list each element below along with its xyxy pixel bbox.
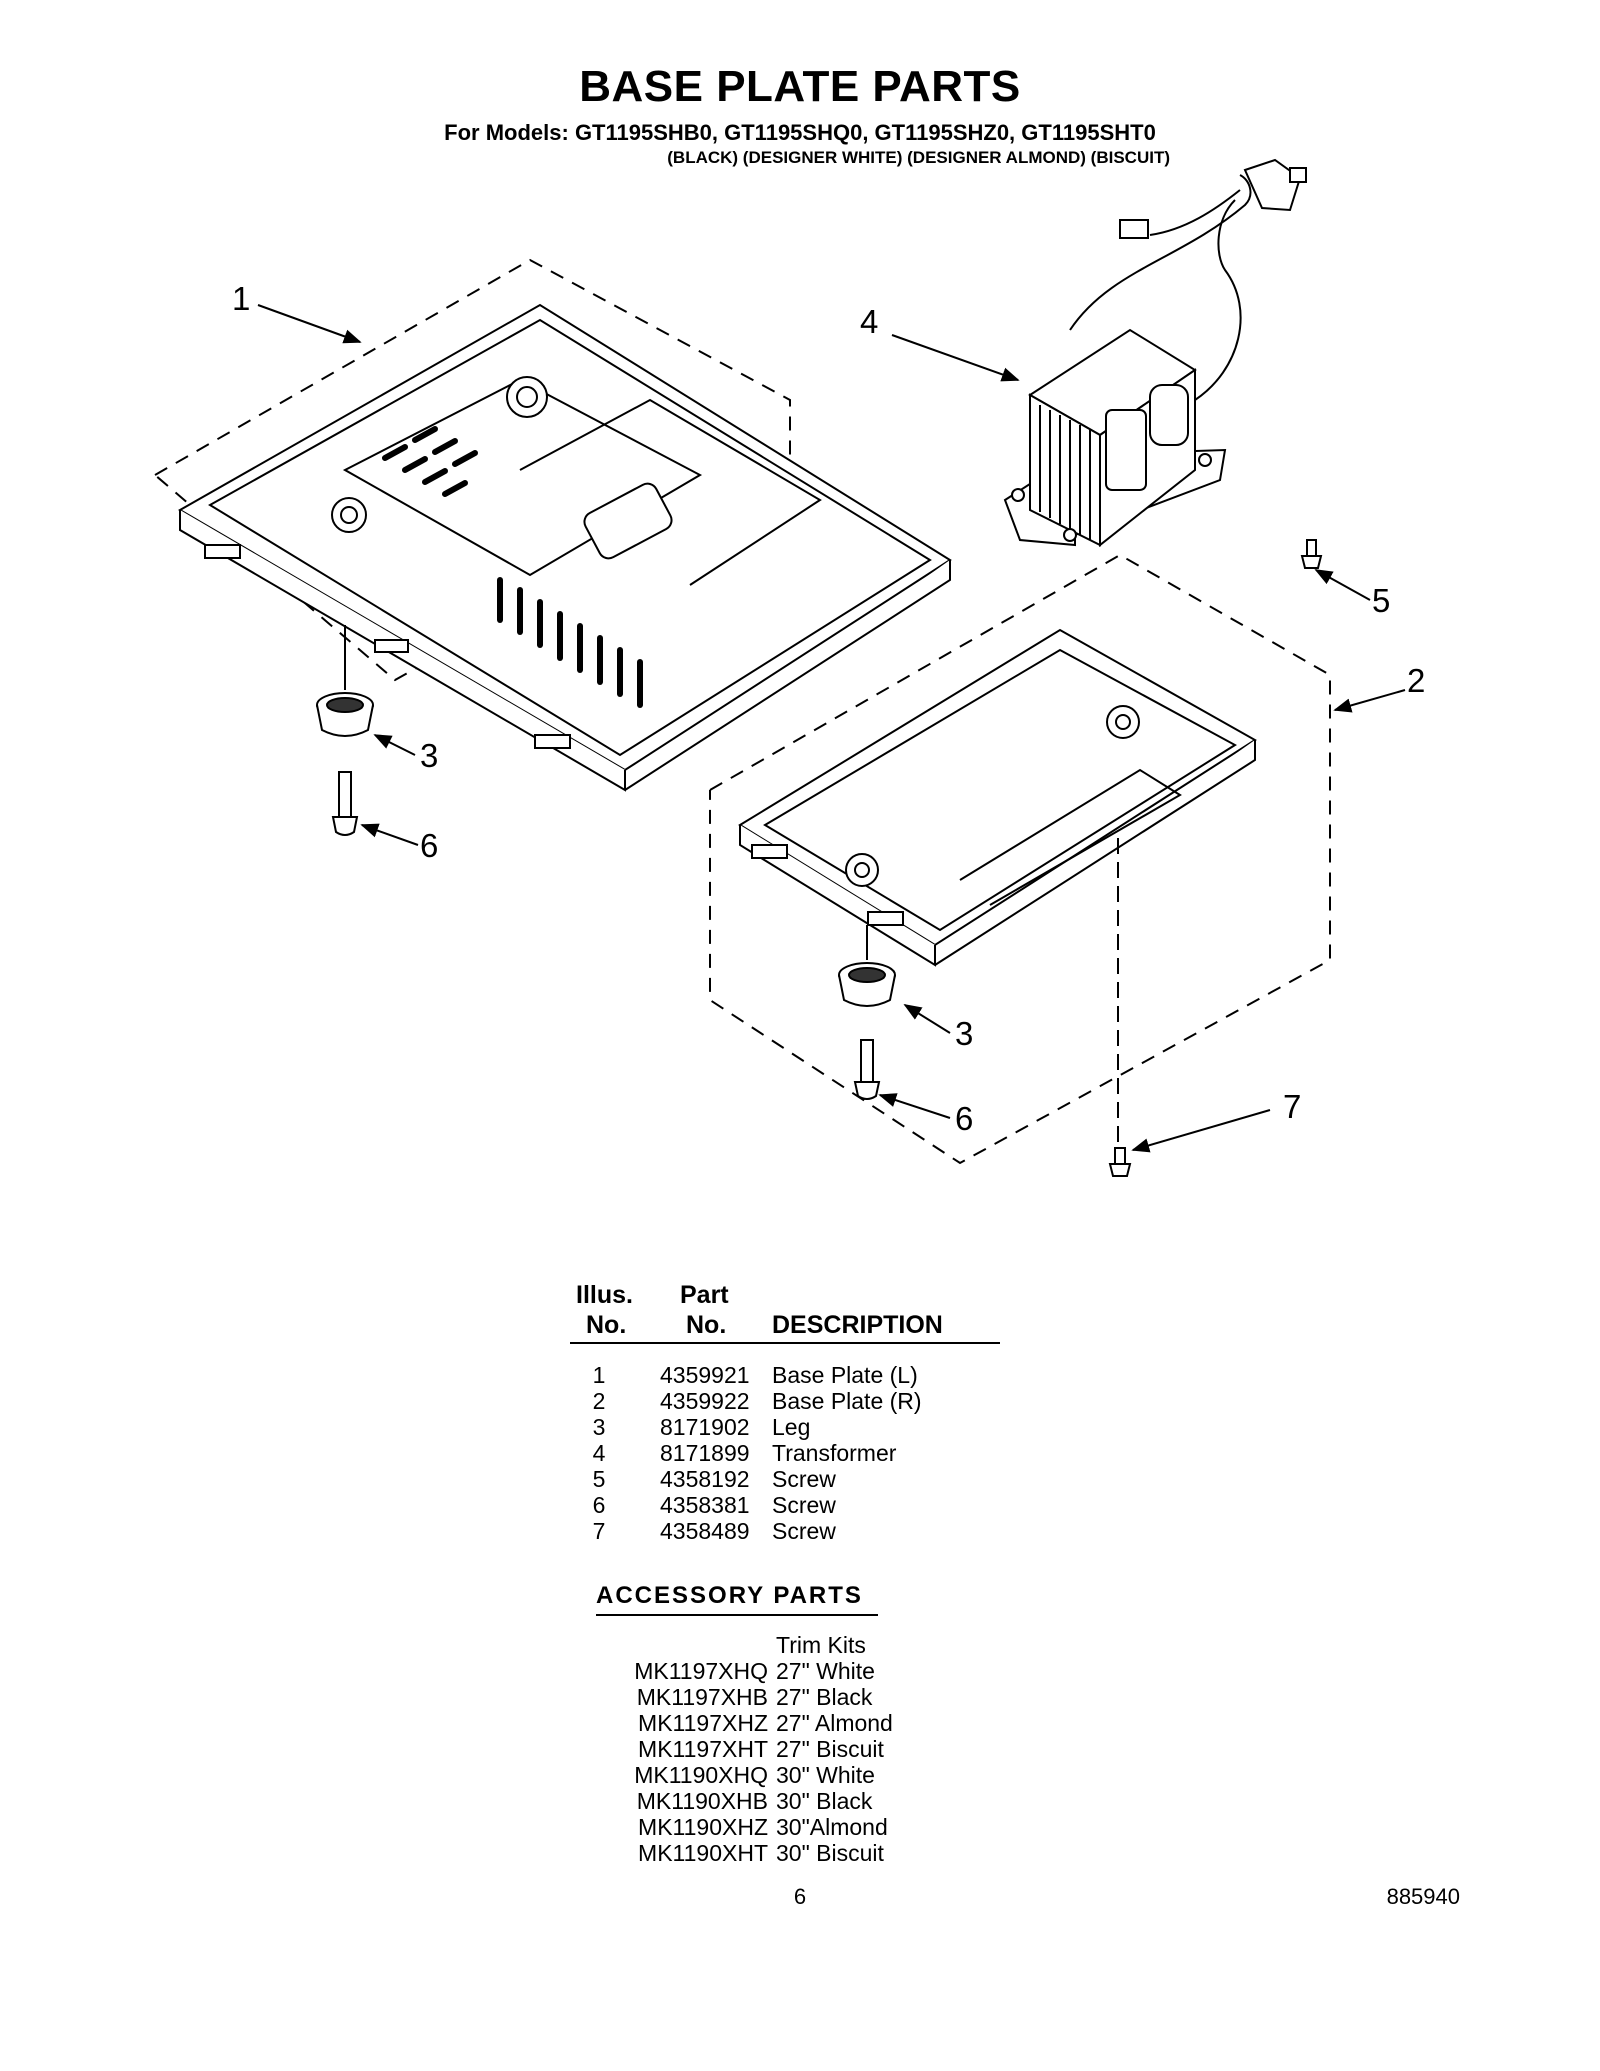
base-plate-left bbox=[153, 258, 952, 792]
vent-slots-left bbox=[382, 426, 643, 708]
screw-part-5 bbox=[1300, 539, 1323, 569]
list-item: MK1190XHB 30" Black bbox=[600, 1788, 1000, 1814]
list-item: MK1190XHQ 30" White bbox=[600, 1762, 1000, 1788]
accessory-description: 30" White bbox=[776, 1762, 875, 1788]
page-number: 6 bbox=[793, 1884, 807, 1909]
accessory-description: 27" Biscuit bbox=[776, 1736, 884, 1762]
accessory-description: 27" White bbox=[776, 1658, 875, 1684]
wire-connector bbox=[1119, 158, 1307, 239]
table-header-rule bbox=[570, 1342, 1000, 1344]
accessory-description: 30" Black bbox=[776, 1788, 873, 1814]
list-item: MK1190XHT 30" Biscuit bbox=[600, 1840, 1000, 1866]
list-item: MK1197XHZ 27" Almond bbox=[600, 1710, 1000, 1736]
accessory-description: 30"Almond bbox=[776, 1814, 888, 1840]
part-no: 4359922 bbox=[660, 1388, 750, 1414]
callout-7: 7 bbox=[1283, 1088, 1301, 1125]
accessory-description: 27" Black bbox=[776, 1684, 873, 1710]
illus-no: 7 bbox=[592, 1518, 606, 1544]
list-item: MK1197XHQ 27" White bbox=[600, 1658, 1000, 1684]
part-description: Base Plate (R) bbox=[772, 1388, 922, 1414]
illus-no: 1 bbox=[592, 1362, 606, 1388]
exploded-parts-diagram: 1 4 5 2 3 6 3 6 7 bbox=[153, 158, 1425, 1177]
part-description: Screw bbox=[772, 1466, 836, 1492]
illus-no: 3 bbox=[592, 1414, 606, 1440]
part-description: Transformer bbox=[772, 1440, 897, 1466]
model-colors: (BLACK) (DESIGNER WHITE) (DESIGNER ALMON… bbox=[667, 148, 1170, 167]
part-no: 8171899 bbox=[660, 1440, 750, 1466]
screw-left bbox=[331, 771, 359, 836]
accessory-code: MK1190XHZ bbox=[638, 1814, 768, 1840]
leg-left bbox=[316, 692, 374, 737]
part-no: 4358489 bbox=[660, 1518, 750, 1544]
page-title: BASE PLATE PARTS bbox=[579, 62, 1021, 111]
callout-arrows bbox=[257, 304, 1406, 1153]
trim-kits-heading: Trim Kits bbox=[776, 1632, 866, 1658]
accessory-code: MK1197XHQ bbox=[634, 1658, 768, 1684]
list-item: MK1190XHZ 30"Almond bbox=[600, 1814, 1000, 1840]
accessory-parts-title: ACCESSORY PARTS bbox=[596, 1582, 863, 1609]
illus-no: 6 bbox=[592, 1492, 606, 1518]
part-description: Screw bbox=[772, 1492, 836, 1518]
accessory-code: MK1197XHB bbox=[636, 1684, 768, 1710]
part-header-line2: No. bbox=[686, 1311, 727, 1339]
part-header-line1: Part bbox=[680, 1281, 729, 1309]
accessory-code: MK1190XHQ bbox=[634, 1762, 768, 1788]
transformer-wiring bbox=[1069, 174, 1252, 401]
illus-no: 2 bbox=[592, 1388, 606, 1414]
callout-6-right: 6 bbox=[955, 1100, 973, 1137]
leg-right bbox=[838, 962, 896, 1007]
list-item: MK1197XHB 27" Black bbox=[600, 1684, 1000, 1710]
part-description: Screw bbox=[772, 1518, 836, 1544]
accessory-description: 27" Almond bbox=[776, 1710, 893, 1736]
base-plate-right bbox=[709, 553, 1331, 1165]
part-description: Base Plate (L) bbox=[772, 1362, 918, 1388]
part-no: 8171902 bbox=[660, 1414, 750, 1440]
callout-1: 1 bbox=[232, 280, 250, 317]
part-no: 4359921 bbox=[660, 1362, 750, 1388]
callout-5: 5 bbox=[1372, 582, 1390, 619]
accessory-code: MK1190XHB bbox=[636, 1788, 768, 1814]
part-no: 4358381 bbox=[660, 1492, 750, 1518]
screw-right bbox=[853, 1039, 881, 1100]
callout-3-right: 3 bbox=[955, 1015, 973, 1052]
illus-header-line2: No. bbox=[586, 1311, 627, 1339]
screw-part-7 bbox=[1108, 1147, 1132, 1177]
document-number: 885940 bbox=[1386, 1884, 1460, 1909]
accessory-code: MK1197XHZ bbox=[638, 1710, 768, 1736]
callout-4: 4 bbox=[860, 303, 878, 340]
transformer bbox=[1003, 328, 1227, 548]
accessory-code: MK1197XHT bbox=[638, 1736, 768, 1762]
callout-6-left: 6 bbox=[420, 827, 438, 864]
model-list: For Models: GT1195SHB0, GT1195SHQ0, GT11… bbox=[444, 120, 1156, 145]
part-no: 4358192 bbox=[660, 1466, 750, 1492]
accessory-title-rule bbox=[596, 1614, 878, 1616]
list-item: MK1197XHT 27" Biscuit bbox=[600, 1736, 1000, 1762]
foot-pads-right bbox=[751, 844, 904, 926]
illus-header-line1: Illus. bbox=[576, 1281, 633, 1309]
illus-no: 5 bbox=[592, 1466, 606, 1492]
callout-3-left: 3 bbox=[420, 737, 438, 774]
callout-2: 2 bbox=[1407, 662, 1425, 699]
illus-no: 4 bbox=[592, 1440, 606, 1466]
accessory-description: 30" Biscuit bbox=[776, 1840, 884, 1866]
part-description: Leg bbox=[772, 1414, 811, 1440]
foot-pads-left bbox=[204, 544, 571, 749]
accessory-code: MK1190XHT bbox=[638, 1840, 768, 1866]
description-header: DESCRIPTION bbox=[772, 1311, 943, 1339]
